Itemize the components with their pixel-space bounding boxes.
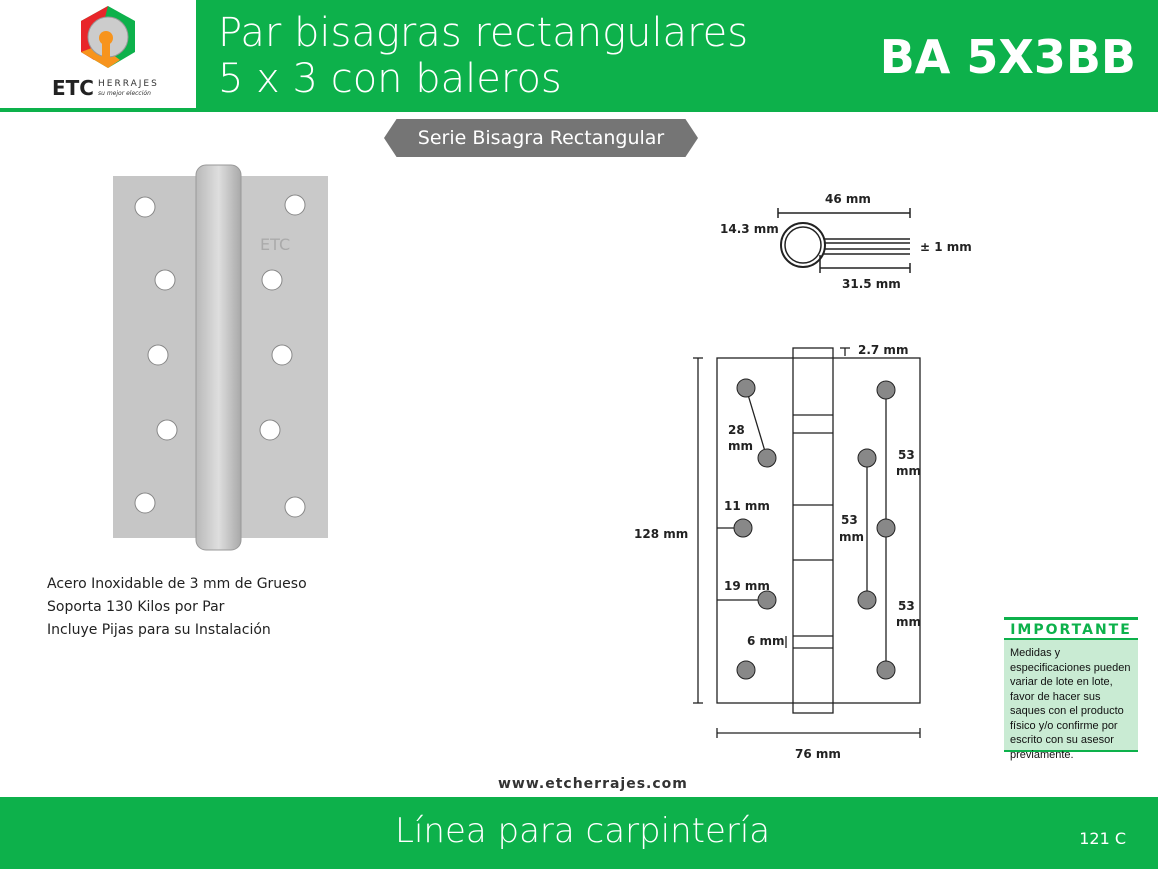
svg-text:2.7 mm: 2.7 mm	[858, 343, 908, 357]
svg-text:mm: mm	[896, 464, 921, 478]
website-link[interactable]: www.etcherrajes.com	[498, 776, 688, 792]
svg-text:mm: mm	[896, 615, 921, 629]
svg-text:31.5 mm: 31.5 mm	[842, 277, 901, 291]
logo: ETC HERRAJES su mejor elección	[0, 0, 198, 110]
spec-item: Incluye Pijas para su Instalación	[47, 622, 271, 638]
svg-text:53: 53	[898, 448, 915, 462]
svg-text:6 mm: 6 mm	[747, 634, 785, 648]
svg-text:± 1 mm: ± 1 mm	[920, 240, 972, 254]
title-line-2: 5 x 3 con baleros	[218, 56, 562, 102]
front-view-diagram: 2.7 mm 128 mm 76 mm 28 mm 11 mm 19 mm 6 …	[634, 343, 921, 761]
product-title: Par bisagras rectangulares 5 x 3 con bal…	[218, 10, 748, 102]
footer: Línea para carpintería 121 C	[0, 797, 1158, 869]
svg-text:46 mm: 46 mm	[825, 192, 871, 206]
svg-text:128 mm: 128 mm	[634, 527, 688, 541]
svg-text:14.3 mm: 14.3 mm	[720, 222, 779, 236]
important-text: Medidas y especificaciones pueden variar…	[1010, 647, 1131, 761]
svg-text:HERRAJES: HERRAJES	[98, 79, 159, 89]
svg-text:mm: mm	[728, 439, 753, 453]
important-notice: IMPORTANTE Medidas y especificaciones pu…	[1004, 617, 1138, 761]
logo-emblem-icon: ETC HERRAJES su mejor elección	[52, 6, 159, 100]
page-number: 121 C	[1079, 829, 1126, 848]
svg-text:ETC: ETC	[52, 76, 94, 100]
svg-text:53: 53	[898, 599, 915, 613]
title-line-1: Par bisagras rectangulares	[218, 10, 749, 56]
svg-text:mm: mm	[839, 530, 864, 544]
svg-text:11 mm: 11 mm	[724, 499, 770, 513]
svg-text:28: 28	[728, 423, 745, 437]
spec-item: Soporta 130 Kilos por Par	[47, 599, 225, 615]
specs-list: Acero Inoxidable de 3 mm de Grueso Sopor…	[47, 573, 307, 642]
svg-text:19 mm: 19 mm	[724, 579, 770, 593]
top-view-diagram: 46 mm 14.3 mm ± 1 mm 31.5 mm	[720, 192, 972, 291]
hinge-photo: ETC	[113, 164, 328, 551]
header: ETC HERRAJES su mejor elección Par bisag…	[0, 0, 1158, 112]
product-line: Línea para carpintería	[395, 811, 771, 851]
svg-text:su mejor elección: su mejor elección	[98, 90, 151, 97]
spec-item: Acero Inoxidable de 3 mm de Grueso	[47, 576, 307, 592]
svg-text:53: 53	[841, 513, 858, 527]
product-code: BA 5X3BB	[879, 30, 1136, 84]
svg-text:ETC: ETC	[260, 235, 290, 254]
svg-text:76 mm: 76 mm	[795, 747, 841, 761]
series-badge: Serie Bisagra Rectangular	[384, 119, 698, 157]
important-title: IMPORTANTE	[1004, 620, 1138, 640]
